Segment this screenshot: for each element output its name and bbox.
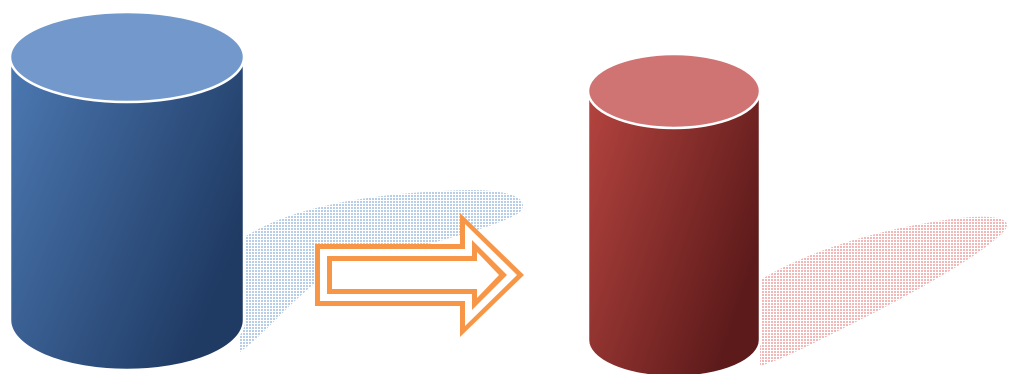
source-database-cylinder-icon: [8, 10, 246, 372]
target-cylinder-top: [586, 52, 762, 130]
target-cylinder-body: [586, 89, 762, 374]
arrow-core: [332, 252, 499, 298]
target-cylinder-shadow: [760, 216, 1007, 366]
target-database-cylinder-icon: [586, 52, 762, 374]
source-cylinder-body: [8, 55, 246, 372]
source-cylinder-shadow: [240, 190, 523, 352]
source-cylinder-top: [8, 10, 246, 104]
right-arrow-icon: [315, 213, 524, 337]
